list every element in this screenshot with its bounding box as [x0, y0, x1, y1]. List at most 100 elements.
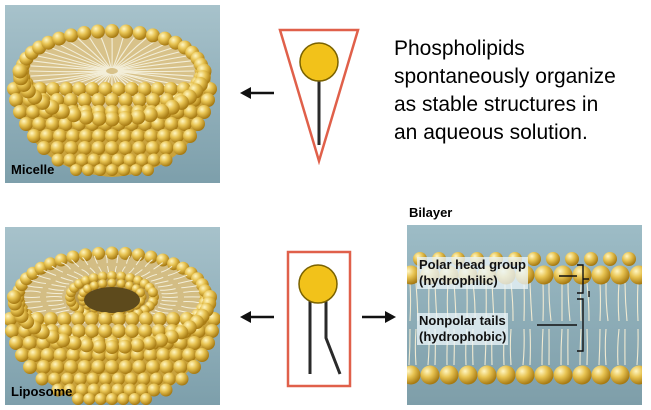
bottom-leaflet-head	[535, 366, 554, 385]
lipid-head-sphere	[130, 110, 145, 125]
lipid-head-sphere	[91, 360, 105, 374]
liposome-label: Liposome	[11, 384, 72, 399]
micelle-label: Micelle	[11, 162, 54, 177]
lipid-head-sphere	[92, 129, 106, 143]
lipid-head-sphere	[139, 312, 153, 326]
lipid-head-sphere	[82, 164, 94, 176]
lipid-head-sphere	[78, 360, 92, 374]
lipid-head-sphere	[112, 312, 126, 326]
lipid-head-sphere	[163, 373, 176, 386]
polar-head-group-label: Polar head group (hydrophilic)	[417, 257, 528, 289]
lipid-head-sphere	[98, 279, 107, 288]
lipid-head-sphere	[117, 279, 126, 288]
lipid-head-sphere	[119, 25, 133, 39]
lipid-head-sphere	[125, 324, 139, 338]
lipid-head-sphere	[64, 141, 78, 155]
lipid-head-sphere	[106, 164, 118, 176]
lipid-head-sphere	[183, 129, 197, 143]
liposome-illustration	[5, 247, 220, 406]
lipid-head-sphere	[191, 117, 205, 131]
lipid-head-sphere	[146, 28, 160, 42]
lipid-head-sphere	[13, 105, 27, 119]
lipid-head-sphere	[53, 129, 67, 143]
lipid-head-sphere	[54, 348, 68, 362]
lipid-head-sphere	[187, 336, 201, 350]
polar-head	[300, 43, 338, 81]
lipid-head-sphere	[9, 93, 23, 107]
lipid-head-sphere	[5, 324, 19, 338]
lipid-head-sphere	[205, 324, 219, 338]
lipid-head-sphere	[146, 360, 160, 374]
lipid-head-sphere	[7, 290, 21, 304]
lipid-head-sphere	[112, 324, 126, 338]
lipid-head-sphere	[108, 279, 117, 288]
lipid-head-sphere	[160, 360, 174, 374]
lipid-head-sphere	[66, 129, 80, 143]
bottom-leaflet-head	[573, 366, 592, 385]
lipid-head-sphere	[37, 141, 51, 155]
lipid-head-sphere	[41, 348, 55, 362]
bottom-leaflet-head	[611, 366, 630, 385]
lipid-head-sphere	[132, 360, 146, 374]
lipid-tail	[162, 297, 178, 298]
lipid-head-sphere	[146, 141, 160, 155]
bottom-leaflet-head	[516, 366, 535, 385]
top-leaflet-head	[573, 266, 592, 285]
lipid-head-sphere	[94, 164, 106, 176]
lipid-head-sphere	[86, 373, 99, 386]
lipid-head-sphere	[46, 117, 60, 131]
lipid-head-sphere	[197, 105, 211, 119]
top-leaflet-head-back	[546, 252, 560, 266]
lipid-head-sphere	[129, 393, 141, 405]
nonpolar-tails-label: Nonpolar tails (hydrophobic)	[417, 313, 508, 345]
lipid-head-sphere	[157, 129, 171, 143]
lipid-head-sphere	[105, 340, 119, 354]
bilayer-title: Bilayer	[409, 205, 452, 220]
top-leaflet-head-back	[565, 252, 579, 266]
lipid-head-sphere	[91, 93, 105, 107]
lipid-head-sphere	[37, 360, 51, 374]
lipid-head-sphere	[78, 141, 92, 155]
top-leaflet-head-back	[584, 252, 598, 266]
intro-text: Phospholipids spontaneously organize as …	[394, 35, 644, 147]
lipid-head-sphere	[144, 129, 158, 143]
lipid-tail	[410, 283, 411, 321]
lipid-head-sphere	[119, 247, 132, 260]
lipid-head-sphere	[9, 336, 23, 350]
lipid-head-sphere	[130, 338, 144, 352]
lipid-tail	[46, 297, 62, 298]
lipid-head-sphere	[130, 164, 142, 176]
lipid-head-sphere	[79, 129, 93, 143]
lipid-head-sphere	[118, 129, 132, 143]
lipid-head-sphere	[78, 93, 92, 107]
lipid-head-sphere	[106, 393, 118, 405]
bilayer-panel: Polar head group (hydrophilic) Nonpolar …	[407, 225, 642, 405]
lipid-head-sphere	[27, 129, 41, 143]
lipid-head-sphere	[105, 112, 120, 127]
lipid-head-sphere	[201, 93, 215, 107]
lipid-head-sphere	[50, 360, 64, 374]
lipid-head-sphere	[85, 312, 99, 326]
lipid-head-sphere	[119, 93, 133, 107]
lipid-head-sphere	[15, 348, 29, 362]
lipid-head-sphere	[80, 338, 94, 352]
label-line: Polar head group	[419, 257, 526, 273]
lipid-head-sphere	[125, 312, 139, 326]
bottom-leaflet-head	[592, 366, 611, 385]
lipid-head-sphere	[159, 141, 173, 155]
bottom-leaflet-head	[440, 366, 459, 385]
lipid-head-sphere	[64, 28, 78, 42]
lipid-head-sphere	[133, 26, 147, 40]
intro-line: spontaneously organize	[394, 63, 644, 91]
lipid-head-sphere	[118, 111, 133, 126]
lipid-head-sphere	[74, 373, 87, 386]
lipid-head-sphere	[143, 336, 157, 350]
lipid-head-sphere	[156, 348, 170, 362]
lipid-head-sphere	[166, 312, 180, 326]
liposome-panel: Liposome	[5, 227, 220, 405]
top-leaflet-head-back	[527, 252, 541, 266]
lipid-head-sphere	[153, 312, 167, 326]
bottom-leaflet-head	[459, 366, 478, 385]
lipid-head-sphere	[28, 348, 42, 362]
lipid-head-sphere	[178, 117, 192, 131]
